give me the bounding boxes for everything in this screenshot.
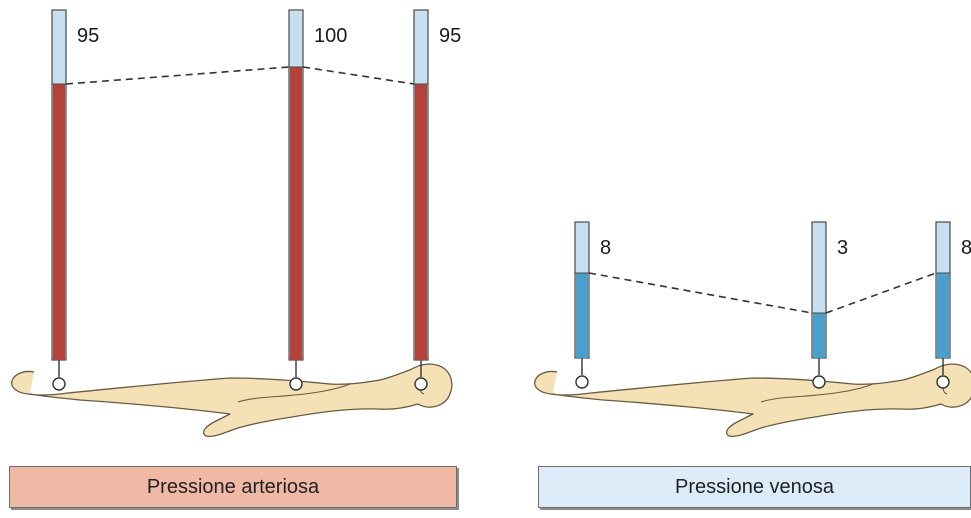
arterial-level-dashed-line [303, 67, 414, 84]
fluid-column [576, 273, 588, 358]
venous-body-figure [535, 364, 971, 436]
venous-value-label: 3 [837, 237, 848, 259]
body-outline [535, 364, 971, 436]
arterial-value-label: 95 [77, 25, 99, 47]
probe-circle [937, 376, 949, 388]
probe-circle [53, 378, 65, 390]
arterial-body-figure [12, 364, 452, 436]
probe-circle [415, 378, 427, 390]
arterial-value-label: 95 [439, 25, 461, 47]
venous-manometer-head [936, 222, 950, 388]
venous-value-label: 8 [961, 237, 971, 259]
fluid-column [415, 84, 427, 360]
fluid-column [290, 67, 302, 360]
arterial-manometer-foot [52, 10, 66, 390]
venous-manometer-heart [812, 222, 826, 388]
venous-pressure-caption: Pressione venosa [538, 466, 971, 508]
arterial-value-label: 100 [314, 25, 347, 47]
fluid-column [813, 313, 825, 358]
arterial-pressure-caption: Pressione arteriosa [9, 466, 457, 508]
arterial-manometer-head [414, 10, 428, 390]
fluid-column [937, 273, 949, 358]
venous-level-dashed-line [826, 273, 936, 313]
arterial-level-dashed-line [66, 67, 289, 84]
fluid-column [53, 84, 65, 360]
probe-circle [290, 378, 302, 390]
venous-manometer-foot [575, 222, 589, 388]
venous-level-dashed-line [589, 273, 812, 313]
body-outline [12, 364, 452, 436]
probe-circle [576, 376, 588, 388]
venous-value-label: 8 [600, 237, 611, 259]
arterial-manometer-heart [289, 10, 303, 390]
probe-circle [813, 376, 825, 388]
